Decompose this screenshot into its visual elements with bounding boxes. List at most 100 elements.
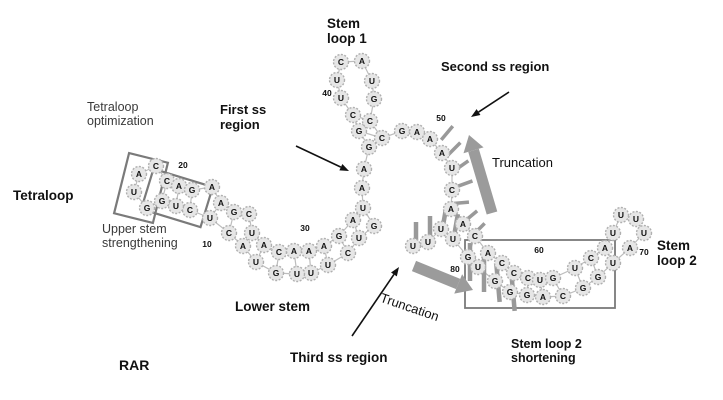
nucleotide: A — [596, 239, 614, 257]
nucleotide-circle — [408, 123, 426, 141]
nucleotide: C — [147, 157, 165, 175]
nucleotide-letter: U — [475, 262, 481, 272]
nucleotide-circle — [604, 254, 622, 272]
nucleotide-letter: A — [209, 182, 215, 192]
nucleotide: U — [125, 183, 143, 201]
nucleotide-circle — [247, 253, 265, 271]
nucleotide-letter: A — [414, 127, 420, 137]
label-truncation-upper: Truncation — [492, 155, 553, 170]
nucleotide-letter: U — [450, 234, 456, 244]
nucleotide: C — [493, 254, 511, 272]
nucleotide: U — [443, 159, 461, 177]
backbone-line — [133, 60, 645, 298]
nucleotide-letter: G — [595, 272, 602, 282]
nucleotide-letter: U — [369, 76, 375, 86]
label-molecule-name-rar: RAR — [119, 357, 150, 373]
truncation-arrow-up — [468, 148, 498, 215]
nucleotide-letter: C — [588, 253, 594, 263]
nucleotide-letter: A — [176, 181, 182, 191]
nucleotide-letter: G — [371, 221, 378, 231]
nucleotide: U — [419, 233, 437, 251]
second-ss-pointer-head — [471, 109, 481, 117]
nucleotide-circle — [393, 122, 411, 140]
nucleotide-circle — [354, 199, 372, 217]
position-marker-20: 20 — [178, 160, 188, 170]
nucleotide: A — [621, 239, 639, 257]
nucleotide-circle — [344, 211, 362, 229]
third-ss-pointer-head — [391, 267, 399, 277]
stem-loop-2-shortening-box — [464, 239, 616, 309]
nucleotide-circle — [589, 268, 607, 286]
nucleotide-circle — [443, 159, 461, 177]
nucleotide: A — [421, 130, 439, 148]
nucleotide-circle — [330, 227, 348, 245]
nucleotide-circle — [203, 178, 221, 196]
nucleotide-letter: A — [460, 219, 466, 229]
nucleotide-letter: U — [438, 224, 444, 234]
nucleotide-letter: C — [338, 57, 344, 67]
label-tetraloop: Tetraloop — [13, 188, 74, 203]
nucleotide-letter: G — [144, 203, 151, 213]
nucleotide-letter: C — [379, 133, 385, 143]
nucleotide-letter: U — [356, 233, 362, 243]
nucleotide-letter: A — [136, 169, 142, 179]
nucleotide-circle — [332, 53, 350, 71]
nucleotide-circle — [125, 183, 143, 201]
position-marker-80: 80 — [450, 264, 460, 274]
nucleotide: U — [363, 72, 381, 90]
nucleotide: U — [288, 265, 306, 283]
nucleotide-letter: A — [448, 204, 454, 214]
nucleotide: A — [442, 200, 460, 218]
nucleotide-circle — [255, 236, 273, 254]
nucleotide-circle — [596, 239, 614, 257]
nucleotide: U — [627, 210, 645, 228]
nucleotide-letter: A — [602, 243, 608, 253]
first-ss-pointer — [295, 145, 342, 168]
nucleotide: G — [267, 264, 285, 282]
nucleotide-letter: C — [350, 110, 356, 120]
nucleotide-circle — [339, 244, 357, 262]
nucleotide-letter: U — [410, 241, 416, 251]
nucleotide-letter: C — [226, 228, 232, 238]
nucleotide-letter: G — [507, 287, 514, 297]
nucleotide-circle — [212, 194, 230, 212]
nucleotide-letter: G — [524, 290, 531, 300]
nucleotide: A — [355, 160, 373, 178]
nucleotide: A — [454, 215, 472, 233]
nucleotide-letter: C — [472, 231, 478, 241]
position-marker-70: 70 — [639, 247, 649, 257]
label-stem-loop-2-shortening: Stem loop 2 shortening — [511, 337, 582, 365]
nucleotide: A — [203, 178, 221, 196]
nucleotide-letter: U — [425, 237, 431, 247]
nucleotide-circle — [534, 288, 552, 306]
nucleotide: C — [240, 205, 258, 223]
truncation-arrow-up-head — [463, 135, 484, 154]
nucleotide-circle — [518, 286, 536, 304]
nucleotide-letter: A — [261, 240, 267, 250]
nucleotide-letter: U — [537, 275, 543, 285]
nucleotide: U — [247, 253, 265, 271]
nucleotide-letter: C — [153, 161, 159, 171]
label-second-ss-region: Second ss region — [441, 59, 550, 74]
nucleotide: G — [138, 199, 156, 217]
nucleotide: G — [153, 192, 171, 210]
nucleotide: U — [612, 206, 630, 224]
nucleotide: G — [518, 286, 536, 304]
nucleotide: U — [432, 220, 450, 238]
nucleotide-letter: C — [525, 273, 531, 283]
nucleotide-circle — [612, 206, 630, 224]
nucleotide-letter: U — [294, 269, 300, 279]
label-lower-stem: Lower stem — [235, 299, 311, 314]
nucleotide-letter: A — [306, 246, 312, 256]
nucleotide: A — [300, 242, 318, 260]
nucleotide: A — [534, 288, 552, 306]
nucleotide-letter: G — [356, 126, 363, 136]
nucleotide-circle — [433, 144, 451, 162]
nucleotide-circle — [319, 256, 337, 274]
third-ss-pointer — [351, 273, 395, 337]
nucleotide-circle — [300, 242, 318, 260]
nucleotide-letter: G — [580, 283, 587, 293]
nucleotide-letter: G — [159, 196, 166, 206]
nucleotide-letter: U — [633, 214, 639, 224]
